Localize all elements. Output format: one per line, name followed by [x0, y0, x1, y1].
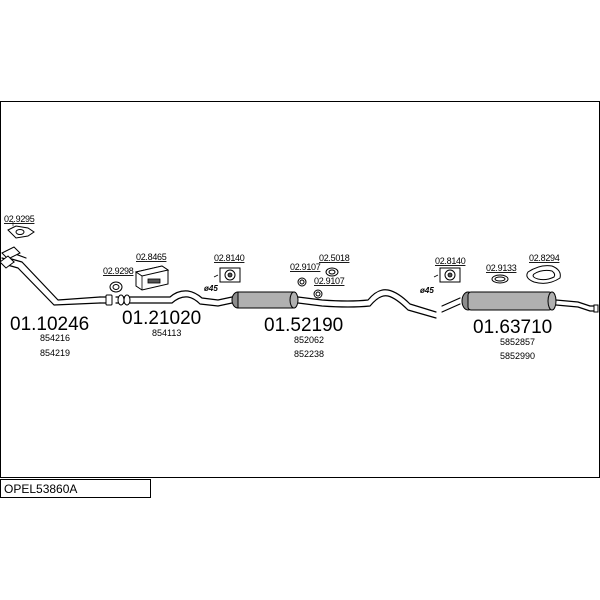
diagram-frame: [0, 101, 600, 478]
reference-number: 852238: [294, 349, 324, 359]
rear-muffler-body: [467, 291, 553, 311]
clamp-ring-icon: [491, 274, 509, 284]
section-code: 01.63710: [473, 317, 552, 338]
reference-number: 854216: [40, 333, 70, 343]
accessory-code: 02.9107: [290, 262, 321, 272]
clamp-icon: [313, 289, 323, 299]
accessory-code: 02.9295: [4, 214, 35, 224]
reference-number: 5852857: [500, 337, 535, 347]
section-code: 01.10246: [10, 314, 89, 335]
flange-icon: [1, 246, 21, 260]
centre-muffler-body: [237, 291, 295, 309]
reference-number: 854113: [152, 328, 181, 338]
reference-number: 5852990: [500, 351, 535, 361]
clamp-icon: [297, 277, 307, 287]
rubber-ring-icon: [526, 265, 561, 284]
accessory-code: 02.9298: [103, 266, 134, 276]
front-pipe: [0, 246, 113, 306]
rubber-mount-icon: [213, 267, 241, 283]
diagram-title: OPEL53860A: [4, 482, 77, 496]
pipe-diameter-label: ø45: [204, 284, 218, 293]
intermediate-pipe: [115, 290, 233, 307]
accessory-code: 02.9133: [486, 263, 517, 273]
section-code: 01.21020: [122, 308, 201, 329]
clamp-ring-icon: [109, 281, 123, 293]
centre-muffler: [231, 289, 437, 319]
rear-muffler: [441, 291, 599, 313]
accessory-code: 02.8465: [136, 252, 167, 262]
reference-number: 854219: [40, 348, 70, 358]
pipe-diameter-label: ø45: [420, 286, 434, 295]
mounting-kit-box-icon: [134, 265, 170, 291]
title-box: [0, 479, 151, 498]
reference-number: 852062: [294, 335, 324, 345]
accessory-code: 02.8140: [214, 253, 245, 263]
accessory-code: 02.5018: [319, 253, 350, 263]
accessory-code: 02.8294: [529, 253, 560, 263]
hanger-icon: [325, 267, 339, 277]
rubber-mount-icon: [433, 267, 461, 283]
accessory-code: 02.9107: [314, 276, 345, 286]
gasket-icon: [7, 225, 35, 239]
section-code: 01.52190: [264, 315, 343, 336]
accessory-code: 02.8140: [435, 256, 466, 266]
